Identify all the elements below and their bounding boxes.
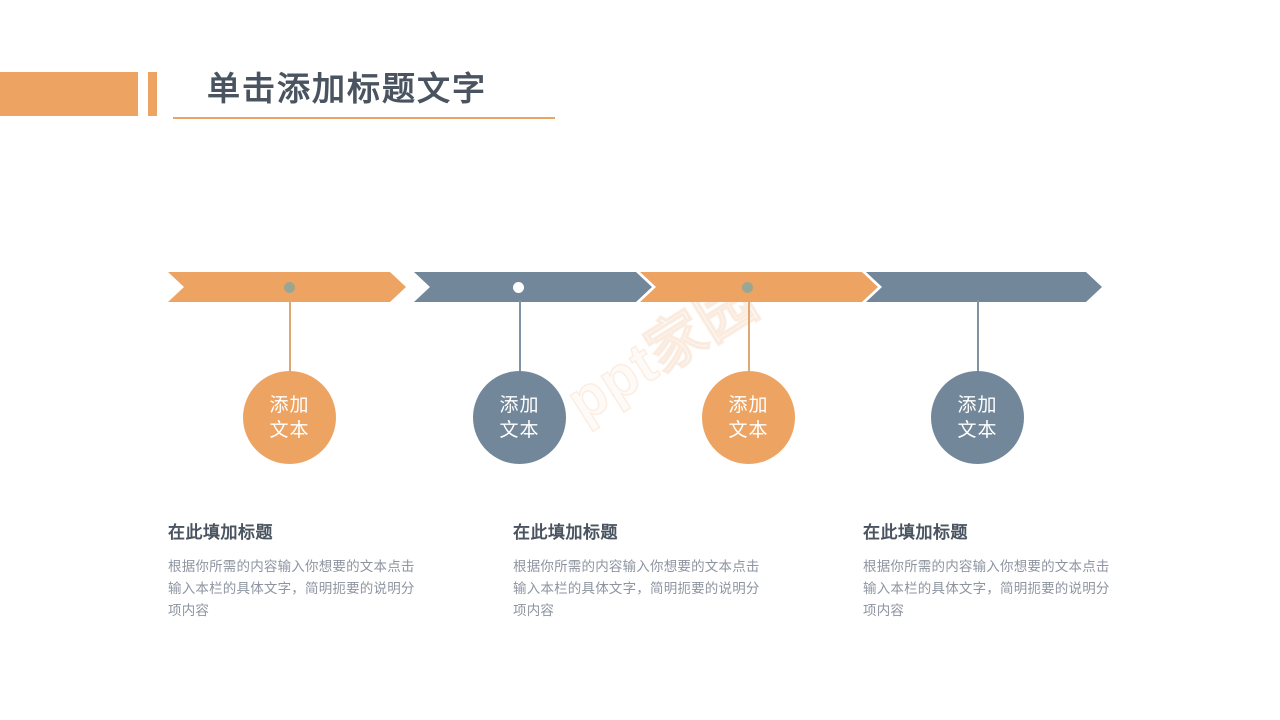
circle-label-line1: 添加 [957,394,998,416]
text-block-1: 在此填加标题 根据你所需的内容输入你想要的文本点击输入本栏的具体文字，简明扼要的… [168,522,438,622]
circle-step-3[interactable]: 添加 文本 [702,371,795,464]
arrow-step-4[interactable] [866,272,1102,302]
arrow-dot-3 [742,282,753,293]
connector-line-4 [977,300,979,372]
title-underline [173,117,555,119]
text-block-heading: 在此填加标题 [863,523,968,542]
circle-label-line2: 文本 [957,419,998,441]
circle-label-line2: 文本 [499,419,540,441]
text-block-body: 根据你所需的内容输入你想要的文本点击输入本栏的具体文字，简明扼要的说明分项内容 [863,559,1110,618]
arrow-dot-2 [513,282,524,293]
circle-label-line2: 文本 [269,419,310,441]
circle-label-line2: 文本 [728,419,769,441]
circle-step-1[interactable]: 添加 文本 [243,371,336,464]
circle-label-line1: 添加 [499,394,540,416]
arrow-step-3[interactable] [640,272,878,302]
circle-step-4[interactable]: 添加 文本 [931,371,1024,464]
text-block-2: 在此填加标题 根据你所需的内容输入你想要的文本点击输入本栏的具体文字，简明扼要的… [513,522,783,622]
circle-step-2[interactable]: 添加 文本 [473,371,566,464]
arrow-dot-1 [284,282,295,293]
circle-label-line1: 添加 [728,394,769,416]
connector-line-3 [748,300,750,372]
text-block-3: 在此填加标题 根据你所需的内容输入你想要的文本点击输入本栏的具体文字，简明扼要的… [863,522,1133,622]
text-block-body: 根据你所需的内容输入你想要的文本点击输入本栏的具体文字，简明扼要的说明分项内容 [513,559,760,618]
text-block-body: 根据你所需的内容输入你想要的文本点击输入本栏的具体文字，简明扼要的说明分项内容 [168,559,415,618]
text-block-heading: 在此填加标题 [168,523,273,542]
connector-line-1 [289,300,291,372]
title-accent-bar [148,72,157,116]
circle-label-line1: 添加 [269,394,310,416]
page-title: 单击添加标题文字 [207,70,487,107]
text-block-heading: 在此填加标题 [513,523,618,542]
title-decor-block [0,72,138,116]
arrow-band [168,272,1102,302]
connector-line-2 [519,300,521,372]
arrow-step-2[interactable] [414,272,652,302]
